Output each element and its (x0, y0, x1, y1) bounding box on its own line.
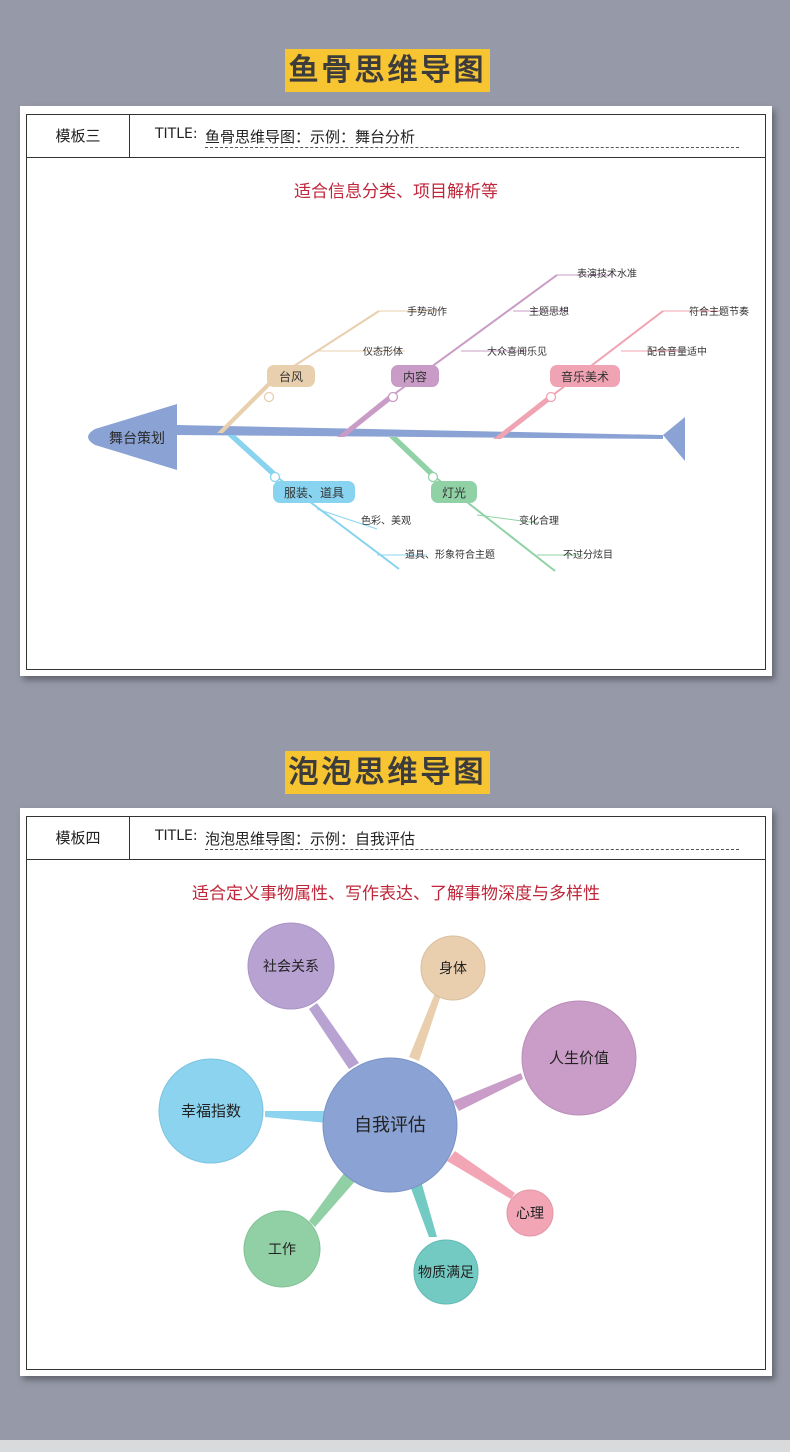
branch-label-taifeng: 台风 (279, 369, 303, 384)
fishbone-subtitle: 适合信息分类、项目解析等 (294, 182, 498, 202)
branch-label-dengguang: 灯光 (442, 486, 466, 500)
bubble-label-center: 自我评估 (354, 1115, 426, 1136)
title-underline (205, 849, 739, 850)
joint-dengguang (427, 471, 439, 483)
head-label: 舞台策划 (109, 430, 165, 447)
bubble-rensheng (521, 1000, 637, 1116)
leaf-label: 仪态形体 (363, 345, 403, 358)
bubble-header: 模板四 TITLE: 泡泡思维导图：示例：自我评估 (27, 817, 765, 860)
bone-dengguang (389, 437, 437, 477)
bubble-center (322, 1057, 458, 1193)
title-label: TITLE: (155, 828, 198, 844)
bubble-banner: 泡泡思维导图 (285, 751, 490, 794)
leaf-label: 大众喜闻乐见 (487, 345, 547, 358)
fishbone-diagram: 舞台策划 台风 内容 音乐美术 服装、道具 灯光 手势动作 仪态形体 表演技术水… (88, 267, 749, 572)
bone-fuzhuang (227, 435, 279, 477)
bubble-xinli (506, 1189, 554, 1237)
bubble-subtitle: 适合定义事物属性、写作表达、了解事物深度与多样性 (192, 884, 600, 904)
connector-xingfu (265, 1111, 329, 1123)
bubble-diagram: 社会关系 身体 人生价值 幸福指数 心理 工作 物质满足 自我评估 (158, 922, 637, 1305)
bubble-gongzuo (243, 1210, 321, 1288)
fishbone-frame: 模板三 TITLE: 鱼骨思维导图：示例：舞台分析 适合信息分类、项目解析等 (26, 114, 766, 670)
fishbone-header: 模板三 TITLE: 鱼骨思维导图：示例：舞台分析 (27, 115, 765, 158)
bubble-label-rensheng: 人生价值 (549, 1049, 609, 1067)
bubble-frame: 模板四 TITLE: 泡泡思维导图：示例：自我评估 适合定义事物属性、写作表达、… (26, 816, 766, 1370)
bubble-shehui (247, 922, 335, 1010)
leaf-label: 变化合理 (519, 514, 559, 527)
bone-neirong (337, 395, 395, 437)
branch-label-fuzhuang: 服装、道具 (284, 486, 344, 500)
connector-shenti (409, 993, 441, 1061)
bubble-xingfu (158, 1058, 264, 1164)
bubble-label-xinli: 心理 (516, 1206, 544, 1222)
bubble-wuzhi (413, 1239, 479, 1305)
fishbone-head (88, 404, 177, 470)
joint-yinyue (545, 391, 557, 403)
leaf-label: 表演技术水准 (577, 267, 637, 280)
bone-yinyue (493, 395, 555, 439)
title-text: 鱼骨思维导图：示例：舞台分析 (205, 128, 416, 146)
connector-gongzuo (309, 1169, 357, 1227)
connector-wuzhi (409, 1181, 437, 1237)
template-label: 模板四 (27, 817, 130, 859)
leaf-label: 手势动作 (407, 305, 447, 318)
title-text: 泡泡思维导图：示例：自我评估 (205, 830, 416, 848)
bubble-label-shehui: 社会关系 (263, 959, 319, 975)
bubble-label-gongzuo: 工作 (268, 1242, 296, 1258)
fishbone-card: 模板三 TITLE: 鱼骨思维导图：示例：舞台分析 适合信息分类、项目解析等 (20, 106, 772, 676)
connector-xinli (447, 1151, 515, 1199)
leaf-label: 道具、形象符合主题 (405, 548, 495, 561)
connector-rensheng (453, 1073, 523, 1111)
bubble-label-xingfu: 幸福指数 (181, 1102, 241, 1120)
leaf-label: 主题思想 (529, 305, 569, 318)
leaf-label: 符合主题节奏 (689, 305, 749, 318)
joint-fuzhuang (269, 471, 281, 483)
bubble-card: 模板四 TITLE: 泡泡思维导图：示例：自我评估 适合定义事物属性、写作表达、… (20, 808, 772, 1376)
title-underline (205, 147, 739, 148)
leaf-label: 配合音量适中 (647, 345, 707, 358)
fishbone-banner: 鱼骨思维导图 (285, 49, 490, 92)
bubble-shenti (420, 935, 486, 1001)
branch-label-neirong: 内容 (403, 369, 427, 384)
title-label: TITLE: (155, 126, 198, 142)
connector-shehui (309, 1003, 359, 1069)
fishbone-spine (177, 425, 663, 439)
joint-taifeng (263, 391, 275, 403)
bubble-label-shenti: 身体 (439, 961, 467, 977)
template-label: 模板三 (27, 115, 130, 157)
bottom-strip (0, 1440, 790, 1452)
joint-neirong (387, 391, 399, 403)
branch-label-yinyue: 音乐美术 (561, 369, 609, 384)
leaf-label: 色彩、美观 (361, 514, 411, 527)
bone-taifeng (217, 375, 279, 433)
leaf-label: 不过分炫目 (563, 548, 613, 561)
bubble-label-wuzhi: 物质满足 (418, 1265, 474, 1281)
fishbone-tail (663, 417, 685, 461)
